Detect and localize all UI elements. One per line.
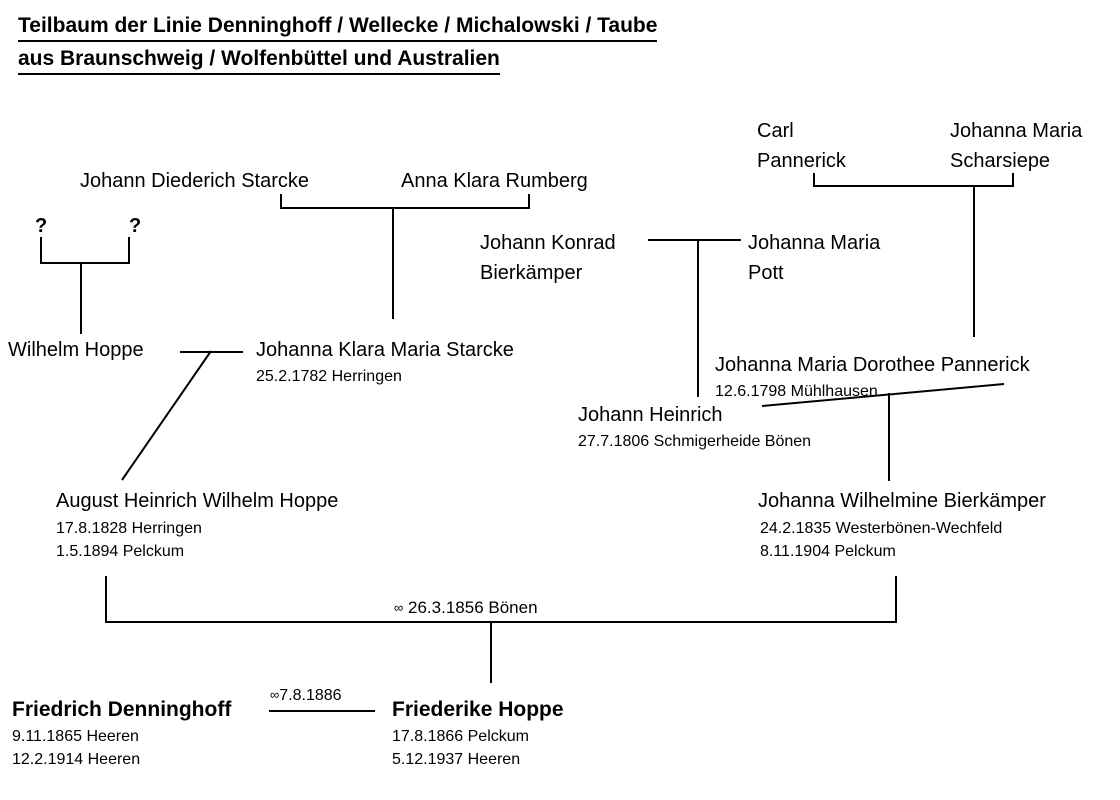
- person-johanna-maria-dorothee-pannerick-birth: 12.6.1798 Mühlhausen: [715, 383, 878, 400]
- person-johann-diederich-starcke: Johann Diederich Starcke: [80, 170, 310, 192]
- person-johanna-maria-scharsiepe-line2: Scharsiepe: [950, 150, 1051, 172]
- person-johann-heinrich: Johann Heinrich: [578, 404, 723, 426]
- connector-pannerick-left-leg: [813, 173, 815, 187]
- connector-bierkaemper-child-drop: [697, 239, 699, 397]
- connector-starcke-right-leg: [528, 194, 530, 208]
- person-august-hoppe-death: 1.5.1894 Pelckum: [56, 543, 185, 560]
- person-carl-pannerick-line2: Pannerick: [757, 150, 846, 172]
- marriage-label-gen5: ∞7.8.1886: [270, 686, 342, 705]
- person-august-heinrich-wilhelm-hoppe: August Heinrich Wilhelm Hoppe: [56, 490, 339, 512]
- person-friederike-hoppe: Friederike Hoppe: [392, 698, 564, 721]
- person-johanna-maria-pott-line1: Johanna Maria: [748, 232, 881, 254]
- connector-bierkaemper-pott-bar: [648, 239, 741, 241]
- person-johann-heinrich-birth: 27.7.1806 Schmigerheide Bönen: [578, 433, 812, 450]
- person-august-hoppe-birth: 17.8.1828 Herringen: [56, 520, 202, 537]
- person-johanna-maria-dorothee-pannerick: Johanna Maria Dorothee Pannerick: [715, 354, 1030, 376]
- connector-unknown-bar: [40, 262, 130, 264]
- connector-starcke-left-leg: [280, 194, 282, 208]
- connector-unknown-right-leg: [128, 237, 130, 263]
- marriage-label-gen4: ∞ 26.3.1856 Bönen: [394, 598, 538, 618]
- infinity-icon: ∞: [394, 600, 404, 615]
- connector-gen4-bar: [105, 621, 897, 623]
- marriage-date-gen4: 26.3.1856 Bönen: [408, 598, 538, 617]
- connector-pannerick-right-leg: [1012, 173, 1014, 187]
- unknown-mother-label: ?: [129, 215, 142, 237]
- connector-wilhelmine-drop: [888, 393, 890, 481]
- connector-pannerick-child-drop: [973, 185, 975, 337]
- person-friedrich-denninghoff-death: 12.2.1914 Heeren: [12, 751, 141, 768]
- connector-unknown-child-drop: [80, 262, 82, 334]
- person-friedrich-denninghoff: Friedrich Denninghoff: [12, 698, 232, 721]
- person-johanna-wilhelmine-bierkaemper: Johanna Wilhelmine Bierkämper: [758, 490, 1046, 512]
- person-johanna-maria-scharsiepe-line1: Johanna Maria: [950, 120, 1083, 142]
- person-johanna-maria-pott-line2: Pott: [748, 262, 784, 284]
- person-wilhelmine-bierkaemper-death: 8.11.1904 Pelckum: [760, 543, 896, 560]
- unknown-father-label: ?: [35, 215, 48, 237]
- person-johann-konrad-bierkaemper-line2: Bierkämper: [480, 262, 583, 284]
- person-anna-klara-rumberg: Anna Klara Rumberg: [401, 170, 588, 192]
- person-johann-konrad-bierkaemper-line1: Johann Konrad: [480, 232, 616, 254]
- marriage-date-gen5: 7.8.1886: [279, 687, 342, 704]
- person-friedrich-denninghoff-birth: 9.11.1865 Heeren: [12, 728, 139, 745]
- person-friederike-hoppe-death: 5.12.1937 Heeren: [392, 751, 521, 768]
- person-friederike-hoppe-birth: 17.8.1866 Pelckum: [392, 728, 529, 745]
- person-wilhelmine-bierkaemper-birth: 24.2.1835 Westerbönen-Wechfeld: [760, 520, 1003, 537]
- page-title-line-1: Teilbaum der Linie Denninghoff / Welleck…: [18, 13, 658, 42]
- connector-gen4-child-drop: [490, 621, 492, 683]
- connector-gen4-right-leg: [895, 576, 897, 623]
- connector-starcke-bar: [280, 207, 530, 209]
- person-johanna-klara-maria-starcke-birth: 25.2.1782 Herringen: [256, 368, 402, 385]
- page-title-line-2: aus Braunschweig / Wolfenbüttel und Aust…: [18, 46, 500, 75]
- person-johanna-klara-maria-starcke: Johanna Klara Maria Starcke: [256, 339, 514, 361]
- marriage-rule-gen5: [269, 710, 375, 712]
- connector-unknown-left-leg: [40, 237, 42, 263]
- person-wilhelm-hoppe: Wilhelm Hoppe: [8, 339, 144, 361]
- connector-pannerick-bar: [813, 185, 1014, 187]
- infinity-icon-gen5: ∞: [270, 687, 280, 702]
- connector-starcke-child-drop: [392, 207, 394, 319]
- person-carl-pannerick-line1: Carl: [757, 120, 794, 142]
- connector-gen4-left-leg: [105, 576, 107, 623]
